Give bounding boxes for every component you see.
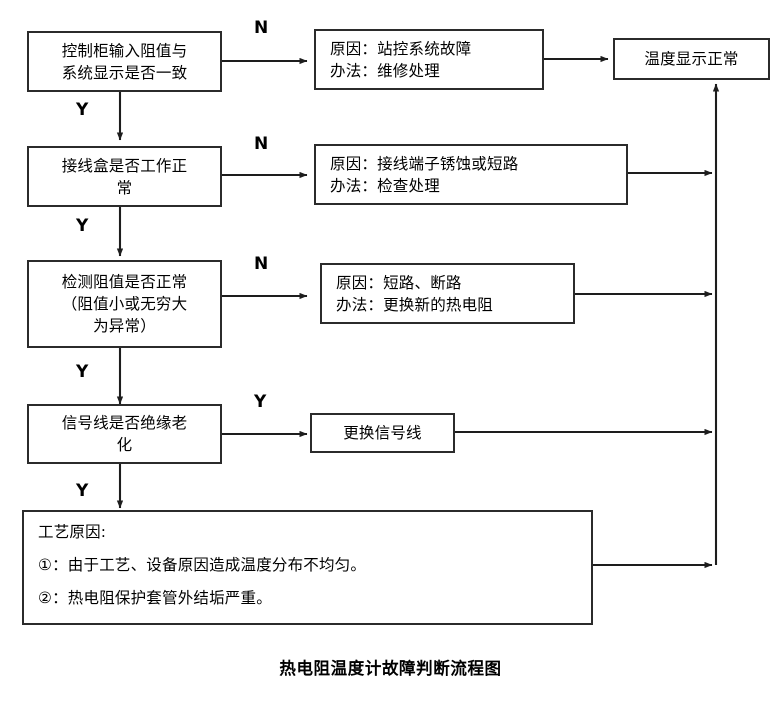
process-reason-box[interactable]: 工艺原因: ①：由于工艺、设备原因造成温度分布不均匀。 ②：热电阻保护套管外结垢… [22,510,593,625]
decision-signal-cable-insulation-aging[interactable]: 信号线是否绝缘老 化 [27,404,222,464]
action-replace-signal-cable[interactable]: 更换信号线 [310,413,455,453]
node-text-line: 办法：检查处理 [330,176,440,195]
edge-label-n1: N [254,18,269,38]
node-text-line: 办法：维修处理 [330,61,440,80]
node-text-line: 原因：站控系统故障 [330,39,472,58]
node-text-line: 温度显示正常 [644,50,739,68]
decision-cabinet-resistance-match[interactable]: 控制柜输入阻值与 系统显示是否一致 [27,31,222,92]
decision-resistance-value-normal[interactable]: 检测阻值是否正常 （阻值小或无穷大 为异常） [27,260,222,348]
cause-terminal-corrosion-short[interactable]: 原因：接线端子锈蚀或短路 办法：检查处理 [314,144,628,205]
node-text-line: 系统显示是否一致 [61,63,188,82]
node-text-line: 常 [116,178,133,197]
decision-junction-box-working[interactable]: 接线盒是否工作正 常 [27,146,222,207]
node-text-line: 办法：更换新的热电阻 [336,295,494,314]
node-text-line: 控制柜输入阻值与 [61,41,188,60]
process-reason-item-1: ①：由于工艺、设备原因造成温度分布不均匀。 [38,556,367,574]
edge-label-n3: N [254,254,269,274]
process-reason-item-2: ②：热电阻保护套管外结垢严重。 [38,589,272,607]
cause-station-control-fault[interactable]: 原因：站控系统故障 办法：维修处理 [314,29,544,90]
edge-label-y5: Y [76,481,89,501]
process-reason-title: 工艺原因: [38,523,107,541]
node-text-line: 信号线是否绝缘老 [61,414,188,432]
node-text-line: 化 [116,436,133,454]
result-temperature-normal[interactable]: 温度显示正常 [613,38,770,80]
node-text-line: 接线盒是否工作正 [61,156,188,175]
node-text-line: 检测阻值是否正常 [61,273,188,291]
node-text-line: 为异常） [93,317,156,335]
edge-label-n2: N [254,134,269,154]
edge-label-y2: Y [76,216,89,236]
node-text-line: 原因：接线端子锈蚀或短路 [330,154,519,173]
figure-caption: 热电阻温度计故障判断流程图 [279,659,502,678]
cause-short-or-open-circuit[interactable]: 原因：短路、断路 办法：更换新的热电阻 [320,263,575,324]
edge-label-y3: Y [76,362,89,382]
edge-label-y4: Y [254,392,267,412]
edge-label-y1: Y [76,100,89,120]
node-text-line: 原因：短路、断路 [336,273,462,292]
node-text-line: （阻值小或无穷大 [61,295,188,313]
node-text-line: 更换信号线 [343,424,422,442]
